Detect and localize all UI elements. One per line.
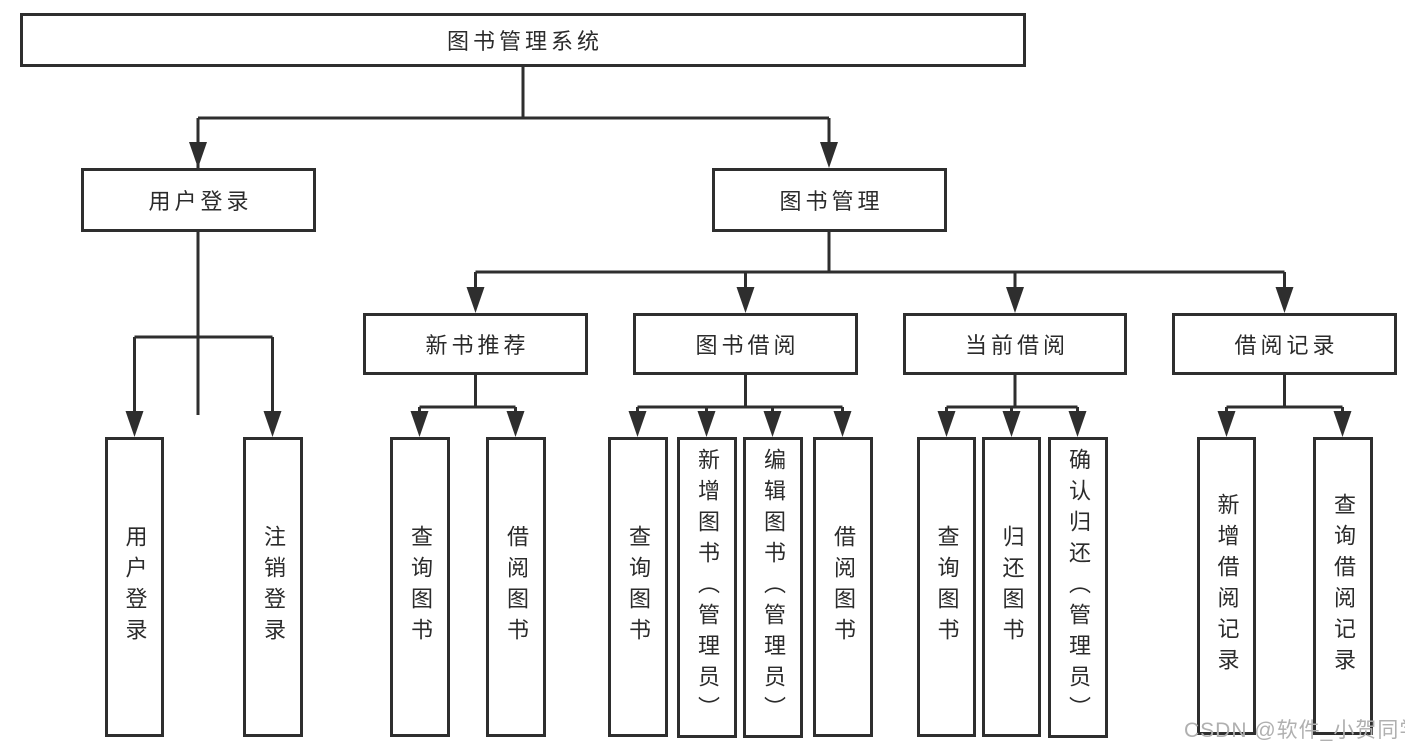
node-label: 借阅图书 <box>831 525 856 649</box>
leaf-logout: 注销登录 <box>243 437 303 737</box>
connector-borrow-records <box>1225 375 1344 414</box>
node-borrow-records: 借阅记录 <box>1172 313 1397 375</box>
node-label: 借阅记录 <box>1234 333 1339 358</box>
node-label: 归还图书 <box>999 525 1025 649</box>
leaf-return-books: 归还图书 <box>982 437 1041 737</box>
leaf-user-login: 用户登录 <box>105 437 164 737</box>
leaf-edit-books-admin: 编辑图书（管理员） <box>743 437 803 738</box>
node-library-system: 图书管理系统 <box>20 13 1026 67</box>
leaf-borrow-books-recommend: 借阅图书 <box>486 437 546 737</box>
leaf-confirm-return-admin: 确认归还（管理员） <box>1048 437 1108 738</box>
node-label: 注销登录 <box>261 525 286 649</box>
node-label: 确认归还（管理员） <box>1066 448 1091 727</box>
node-book-management: 图书管理 <box>712 168 947 232</box>
node-new-book-recommend: 新书推荐 <box>363 313 588 375</box>
node-label: 用户登录 <box>122 525 148 649</box>
node-label: 查询图书 <box>626 525 651 649</box>
node-label: 查询图书 <box>934 525 960 649</box>
connector-root <box>196 67 831 415</box>
connector-book-borrow <box>636 375 844 414</box>
node-label: 图书借阅 <box>695 333 800 358</box>
node-label: 借阅图书 <box>504 525 529 649</box>
connector-new-book-recommend <box>418 375 517 414</box>
leaf-query-borrow-record: 查询借阅记录 <box>1313 437 1373 735</box>
node-current-borrow: 当前借阅 <box>903 313 1127 375</box>
leaf-add-books-admin: 新增图书（管理员） <box>677 437 737 738</box>
node-label: 当前借阅 <box>964 333 1069 358</box>
leaf-query-books-recommend: 查询图书 <box>390 437 450 737</box>
node-label: 图书管理系统 <box>446 29 603 54</box>
leaf-borrow-books: 借阅图书 <box>813 437 873 737</box>
node-label: 图书管理 <box>779 189 884 214</box>
node-label: 新增借阅记录 <box>1214 493 1240 679</box>
node-book-borrow: 图书借阅 <box>633 313 858 375</box>
connector-current-borrow <box>945 375 1079 414</box>
node-label: 新书推荐 <box>425 333 530 358</box>
leaf-query-books-borrow: 查询图书 <box>608 437 668 737</box>
node-label: 用户登录 <box>148 189 253 214</box>
leaf-query-books-current: 查询图书 <box>917 437 976 737</box>
node-label: 编辑图书（管理员） <box>761 448 786 727</box>
node-label: 查询借阅记录 <box>1331 493 1356 679</box>
leaf-add-borrow-record: 新增借阅记录 <box>1197 437 1256 735</box>
csdn-watermark: CSDN @软件_小贺同学 <box>1184 719 1405 742</box>
node-label: 查询图书 <box>408 525 433 649</box>
node-label: 新增图书（管理员） <box>695 448 720 727</box>
connector-book-management <box>474 232 1286 290</box>
connector-user-login <box>133 232 274 414</box>
node-user-login: 用户登录 <box>81 168 316 232</box>
